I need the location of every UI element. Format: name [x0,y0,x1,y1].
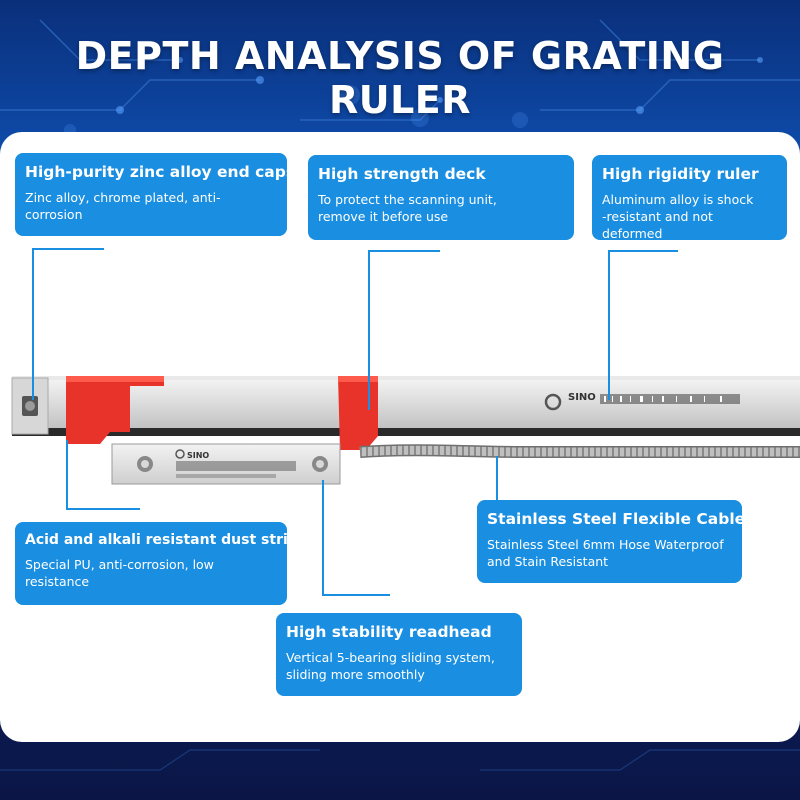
connector-deck-top [368,250,440,252]
connector-deck [368,250,370,410]
connector-dust-strip-bottom [66,508,140,510]
callout-dust-strip-title: Acid and alkali resistant dust strip [25,532,298,548]
callout-deck-desc-2: remove it before use [318,209,449,224]
callout-ruler: High rigidity ruler Aluminum alloy is sh… [592,155,787,241]
left-end-cap [11,377,49,435]
connector-readhead-bottom [322,594,390,596]
callout-ruler-desc-1: Aluminum alloy is shock [602,192,754,207]
callout-dust-strip-desc: Special PU, anti-corrosion, low resistan… [25,557,214,589]
connector-cable [496,456,498,502]
ruler-label: SINO [544,392,740,411]
callout-deck-title: High strength deck [318,165,486,183]
callout-deck: High strength deck To protect the scanni… [308,155,574,240]
flexible-cable [359,444,800,458]
callout-dust-strip: Acid and alkali resistant dust strip Spe… [15,522,298,605]
callout-ruler-desc-2: -resistant and not deformed [602,209,713,241]
callout-cable-desc-1: Stainless Steel 6mm Hose Waterproof [487,537,724,552]
callout-end-caps-title: High-purity zinc alloy end caps [25,163,296,181]
ruler-brand-text: SINO [568,392,596,403]
connector-end-caps-top [32,248,104,250]
callout-cable-desc-2: and Stain Resistant [487,554,609,569]
callout-readhead-title: High stability readhead [286,623,492,641]
connector-ruler [608,250,610,400]
connector-dust-strip [66,440,68,510]
callout-cable-title: Stainless Steel Flexible Cable [487,510,746,528]
ruler-body [12,376,800,436]
callout-deck-desc-1: To protect the scanning unit, [318,192,497,207]
callout-readhead-desc-2: sliding more smoothly [286,667,425,682]
callout-end-caps: High-purity zinc alloy end caps Zinc all… [15,153,296,236]
page-title: DEPTH ANALYSIS OF GRATING RULER [75,34,725,122]
red-deck-right [338,376,378,450]
connector-readhead [322,480,324,596]
connector-end-caps [32,248,34,400]
red-deck-left [66,376,164,444]
callout-cable: Stainless Steel Flexible Cable Stainless… [477,500,746,583]
callout-readhead: High stability readhead Vertical 5-beari… [276,613,522,696]
callout-end-caps-desc: Zinc alloy, chrome plated, anti-corrosio… [25,190,221,222]
callout-readhead-desc-1: Vertical 5-bearing sliding system, [286,650,495,665]
readhead: SINO [111,443,341,485]
connector-ruler-top [608,250,678,252]
readhead-brand-text: SINO [187,451,209,460]
callout-ruler-title: High rigidity ruler [602,165,759,183]
